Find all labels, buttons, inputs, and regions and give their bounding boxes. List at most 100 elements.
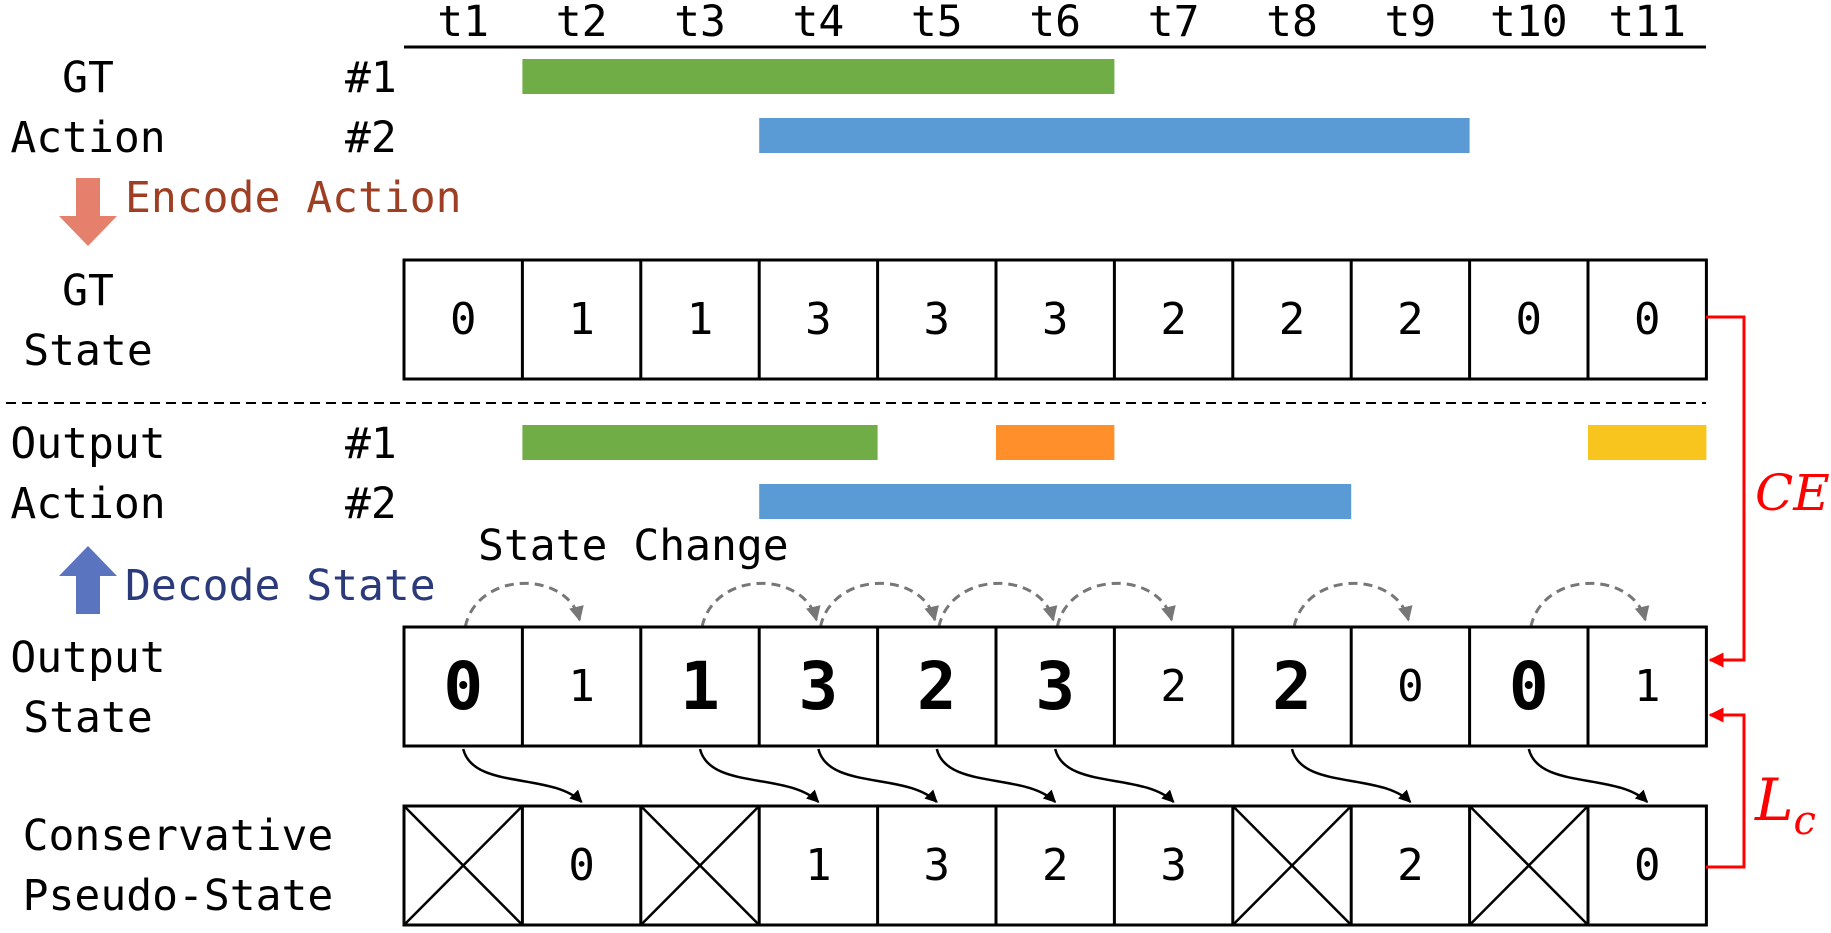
decode-state-label: Decode State	[125, 561, 436, 611]
time-tick-t10: t10	[1490, 0, 1568, 47]
out-state-cells-value-7: 2	[1160, 661, 1187, 712]
time-tick-t4: t4	[793, 0, 845, 47]
ce-connector	[1706, 315, 1746, 668]
gt-state-cells-value-3: 1	[687, 294, 714, 345]
propagation-arrow-7	[1527, 748, 1649, 803]
cons-cells-value-7: 3	[1160, 840, 1187, 891]
output-action-track1-bar-2	[996, 425, 1115, 460]
propagation-arrow-2	[698, 748, 820, 803]
output-track2-label: #2	[345, 479, 397, 529]
gt-state-cells-value-8: 2	[1279, 294, 1306, 345]
propagation-arrows	[461, 748, 1649, 803]
state-change-arc-5	[1055, 581, 1176, 628]
out-state-cells-value-8: 2	[1272, 648, 1312, 725]
gt-action-section: GT Action #1 #2	[10, 53, 1470, 163]
state-change-arc-1	[463, 581, 584, 628]
empty-cell-cross-icon	[1231, 805, 1353, 926]
gt-action-label-line1: GT	[62, 53, 114, 103]
up-arrow-icon	[59, 546, 117, 614]
out-state-cells-value-5: 2	[917, 648, 957, 725]
gt-state-cells-value-5: 3	[924, 294, 951, 345]
lc-loss-label: Lc	[1754, 766, 1816, 844]
out-state-cells-value-10: 0	[1509, 648, 1549, 725]
gt-state-label-line1: GT	[62, 266, 114, 316]
output-action-section: Output Action #1 #2	[10, 419, 1707, 529]
propagation-arrow-6	[1290, 748, 1412, 803]
state-change-arc-6	[1292, 581, 1413, 628]
out-state-cells-value-11: 1	[1634, 661, 1661, 712]
cons-cells-value-9: 2	[1397, 840, 1424, 891]
gt-state-cells-value-7: 2	[1160, 294, 1187, 345]
gt-state-cells-value-9: 2	[1397, 294, 1424, 345]
output-action-label-line2: Action	[10, 479, 165, 529]
ce-loss-label: CE	[1755, 464, 1830, 522]
out-state-cells-value-6: 3	[1035, 648, 1075, 725]
output-action-track1-bar-1	[522, 425, 878, 460]
conservative-cells: 0 1 3 2 3 2 0	[402, 804, 1708, 927]
time-axis: t1 t2 t3 t4 t5 t6 t7 t8 t9 t10 t11	[404, 0, 1706, 49]
gt-state-cells-value-6: 3	[1042, 294, 1069, 345]
state-change-arcs	[463, 581, 1650, 628]
gt-state-cells-value-11: 0	[1634, 294, 1661, 345]
time-tick-t3: t3	[674, 0, 726, 47]
gt-action-label-line2: Action	[10, 113, 165, 163]
out-state-cells-frame	[402, 625, 1708, 748]
gt-action-track1-bar-1	[522, 59, 1115, 94]
empty-cell-cross-icon	[403, 805, 524, 926]
time-tick-t1: t1	[437, 0, 489, 47]
cons-cells-value-6: 2	[1042, 840, 1069, 891]
gt-state-label-line2: State	[23, 326, 152, 376]
out-state-cells-value-9: 0	[1397, 661, 1424, 712]
cons-cells-value-5: 3	[924, 840, 951, 891]
state-change-arc-7	[1529, 581, 1650, 628]
down-arrow-icon	[59, 178, 117, 246]
time-tick-t6: t6	[1029, 0, 1081, 47]
state-change-label: State Change	[478, 521, 789, 571]
time-tick-t2: t2	[556, 0, 608, 47]
gt-state-cells-value-1: 0	[450, 294, 477, 345]
gt-action-bars	[522, 59, 1470, 153]
output-track1-label: #1	[345, 419, 397, 469]
conservative-section: Conservative Pseudo-State 0 1 3 2 3 2 0	[23, 804, 1708, 927]
propagation-arrow-4	[935, 748, 1057, 803]
output-action-track1-bar-3	[1588, 425, 1707, 460]
output-action-bars	[522, 425, 1707, 519]
time-tick-t9: t9	[1385, 0, 1437, 47]
lc-loss-sub: c	[1794, 798, 1816, 844]
time-tick-t7: t7	[1148, 0, 1200, 47]
output-state-label-line1: Output	[10, 633, 165, 683]
propagation-arrow-3	[817, 748, 938, 803]
out-state-cells-value-4: 3	[799, 648, 839, 725]
cons-cells-value-11: 0	[1634, 840, 1661, 891]
output-state-label-line2: State	[23, 693, 152, 743]
gt-track2-label: #2	[345, 113, 397, 163]
time-tick-t11: t11	[1608, 0, 1686, 47]
lc-loss-main: L	[1754, 766, 1794, 834]
gt-action-track2-bar-1	[759, 118, 1470, 153]
gt-state-cells-value-2: 1	[568, 294, 595, 345]
cons-cells-value-4: 1	[805, 840, 832, 891]
loss-connectors: CE Lc	[1706, 315, 1830, 869]
out-state-cells-value-3: 1	[680, 648, 720, 725]
encode-action-group: Encode Action	[59, 173, 462, 246]
gt-state-cells-frame	[402, 258, 1708, 381]
output-action-label-line1: Output	[10, 419, 165, 469]
lc-connector	[1706, 707, 1746, 869]
out-state-cells-value-1: 0	[443, 648, 483, 725]
gt-state-cells-value-4: 3	[805, 294, 832, 345]
conservative-label-line2: Pseudo-State	[23, 871, 334, 921]
output-action-track2-bar-1	[759, 484, 1352, 519]
time-tick-t5: t5	[911, 0, 963, 47]
conservative-label-line1: Conservative	[23, 811, 334, 861]
cons-cells-value-2: 0	[568, 840, 595, 891]
gt-track1-label: #1	[345, 53, 397, 103]
empty-cell-cross-icon	[639, 805, 761, 926]
time-tick-labels: t1 t2 t3 t4 t5 t6 t7 t8 t9 t10 t11	[437, 0, 1686, 47]
state-change-arc-2	[700, 581, 821, 628]
state-change-arc-4	[937, 581, 1058, 628]
time-tick-t8: t8	[1266, 0, 1318, 47]
